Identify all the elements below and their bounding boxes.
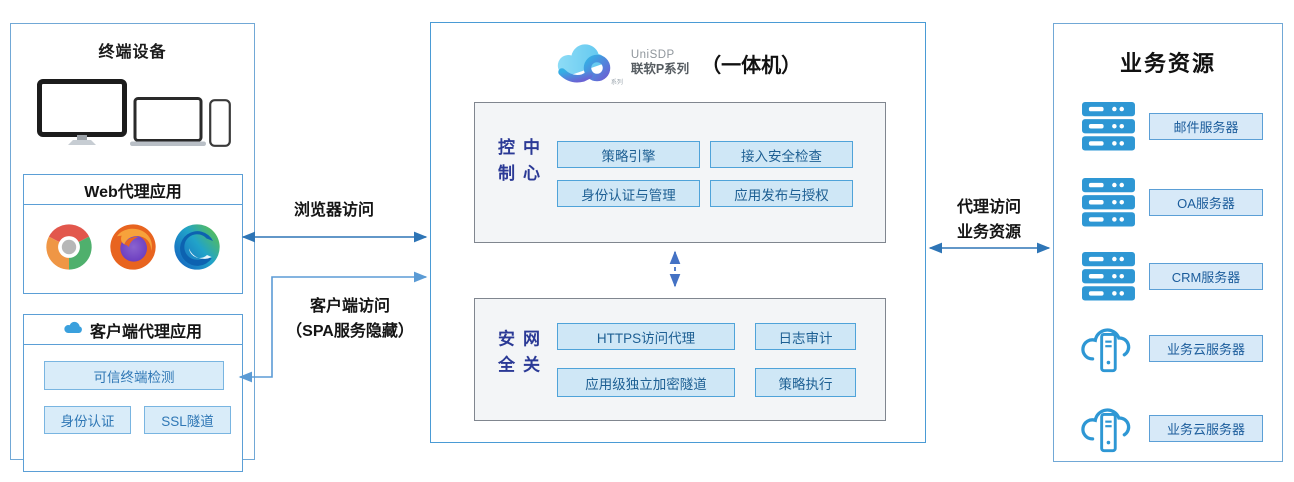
edge-browser-icon — [173, 223, 221, 276]
crm-server-label: CRM服务器 — [1149, 262, 1263, 290]
https-access-proxy-box: HTTPS访问代理 — [557, 323, 735, 350]
app-level-encrypted-tunnel-box: 应用级独立加密隧道 — [557, 368, 735, 397]
cloud-icon — [64, 320, 83, 339]
client-access-label-line1: 客户端访问 — [309, 298, 390, 315]
web-proxy-app-box: Web代理应用 — [23, 174, 243, 294]
business-cloud-server-label: 业务云服务器 — [1149, 334, 1263, 362]
business-resources-title: 业务资源 — [1119, 51, 1216, 76]
trusted-terminal-check-box: 可信终端检测 — [44, 361, 224, 390]
server-rack-icon — [1079, 101, 1137, 152]
access-security-check-box: 接入安全检查 — [710, 141, 853, 168]
policy-engine-box: 策略引擎 — [557, 141, 700, 168]
terminal-devices-title: 终端设备 — [98, 44, 167, 61]
resource-row-mail: 邮件服务器 — [1079, 96, 1265, 156]
proxy-access-label-line2: 业务资源 — [956, 224, 1022, 241]
cloud-server-icon — [1079, 318, 1137, 378]
control-center-title: 控制中心 — [495, 137, 539, 190]
unisdp-appliance-panel: 系列 UniSDP 联软P系列 （一体机） 控制中心 策略引擎 接入安全检查 身… — [430, 22, 926, 443]
browser-access-label: 浏览器访问 — [293, 202, 375, 219]
control-center-section: 控制中心 策略引擎 接入安全检查 身份认证与管理 应用发布与授权 — [474, 102, 886, 243]
browser-icons — [24, 205, 242, 293]
cloud-server-icon — [1079, 398, 1137, 458]
logo-series: 联软P系列 — [630, 62, 690, 77]
terminal-devices-panel: 终端设备 Web代理应用 — [10, 23, 255, 472]
logo-text: UniSDP 联软P系列 — [631, 48, 689, 78]
device-icons — [37, 79, 233, 152]
proxy-access-label-line1: 代理访问 — [956, 199, 1022, 216]
unisdp-cloud-logo-icon: 系列 — [555, 38, 623, 88]
proxy-access-label: 代理访问 业务资源 — [957, 195, 1021, 245]
client-proxy-app-box: 客户端代理应用 可信终端检测 身份认证 SSL隧道 — [23, 314, 243, 472]
client-proxy-items: 可信终端检测 身份认证 SSL隧道 — [24, 345, 242, 471]
chrome-browser-icon — [45, 223, 93, 276]
logo-series-mark: 系列 — [610, 80, 623, 86]
resource-row-crm: CRM服务器 — [1079, 246, 1265, 306]
logo-brand: UniSDP — [630, 49, 675, 61]
business-cloud-server-label: 业务云服务器 — [1149, 414, 1263, 442]
security-gateway-section: 安全网关 HTTPS访问代理 日志审计 应用级独立加密隧道 策略执行 — [474, 298, 886, 421]
identity-auth-management-box: 身份认证与管理 — [557, 180, 700, 207]
unisdp-header: 系列 UniSDP 联软P系列 （一体机） — [431, 36, 925, 90]
appliance-suffix: （一体机） — [701, 54, 802, 77]
laptop-icon — [130, 97, 206, 152]
resource-row-cloud-2: 业务云服务器 — [1079, 398, 1265, 458]
server-rack-icon — [1079, 251, 1137, 302]
ssl-tunnel-box: SSL隧道 — [144, 406, 231, 434]
client-access-label: 客户端访问 （SPA服务隐藏） — [286, 294, 414, 344]
monitor-icon — [37, 79, 127, 152]
web-proxy-app-title: Web代理应用 — [24, 175, 242, 205]
identity-auth-box: 身份认证 — [44, 406, 131, 434]
oa-server-label: OA服务器 — [1149, 188, 1263, 216]
client-access-label-line2: （SPA服务隐藏） — [286, 323, 414, 340]
app-publish-authorization-box: 应用发布与授权 — [710, 180, 853, 207]
firefox-browser-icon — [109, 223, 157, 276]
security-gateway-title: 安全网关 — [495, 329, 539, 382]
client-proxy-app-title: 客户端代理应用 — [89, 323, 202, 341]
server-rack-icon — [1079, 177, 1137, 228]
resource-row-cloud-1: 业务云服务器 — [1079, 318, 1265, 378]
log-audit-box: 日志审计 — [755, 323, 856, 350]
policy-enforcement-box: 策略执行 — [755, 368, 856, 397]
resource-row-oa: OA服务器 — [1079, 172, 1265, 232]
client-proxy-app-header: 客户端代理应用 — [24, 315, 242, 345]
smartphone-icon — [209, 99, 231, 152]
mail-server-label: 邮件服务器 — [1149, 112, 1263, 140]
business-resources-panel: 业务资源 邮件服务器 OA服务器 CRM服务器 业务云服务器 业务云服务器 — [1053, 23, 1283, 462]
